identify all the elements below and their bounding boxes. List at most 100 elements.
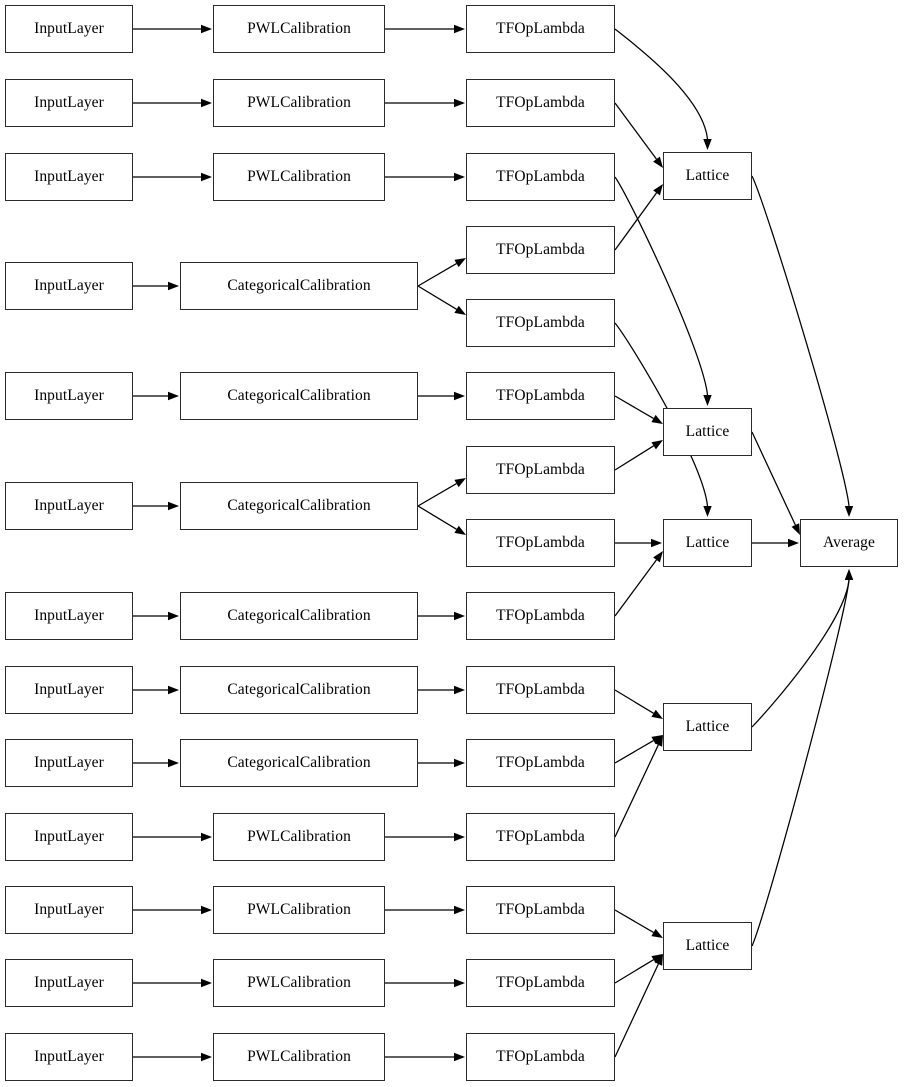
graph-node-label: TFOpLambda xyxy=(496,754,585,772)
edge-arrowhead xyxy=(651,440,663,450)
edge-arrowhead xyxy=(454,758,465,768)
graph-node-pwl-calibration[interactable]: PWLCalibration xyxy=(213,1033,385,1081)
graph-edge xyxy=(614,445,655,471)
graph-node-lattice[interactable]: Lattice xyxy=(663,152,752,200)
graph-node-label: TFOpLambda xyxy=(496,974,585,992)
graph-edge xyxy=(751,579,850,947)
graph-node-input-layer[interactable]: InputLayer xyxy=(5,666,133,714)
graph-node-categorical-calibration[interactable]: CategoricalCalibration xyxy=(180,262,418,310)
graph-node-input-layer[interactable]: InputLayer xyxy=(5,262,133,310)
edge-arrowhead xyxy=(703,506,712,517)
edge-arrowhead xyxy=(201,978,212,988)
edge-arrowhead xyxy=(454,525,466,535)
edge-arrowhead xyxy=(168,758,179,768)
graph-node-input-layer[interactable]: InputLayer xyxy=(5,739,133,787)
graph-node-input-layer[interactable]: InputLayer xyxy=(5,79,133,127)
graph-node-label: TFOpLambda xyxy=(496,314,585,332)
graph-node-tfoplambda[interactable]: TFOpLambda xyxy=(466,299,615,347)
graph-node-lattice[interactable]: Lattice xyxy=(663,922,752,970)
graph-node-input-layer[interactable]: InputLayer xyxy=(5,592,133,640)
graph-node-label: Lattice xyxy=(685,423,730,441)
graph-node-tfoplambda[interactable]: TFOpLambda xyxy=(466,1033,615,1081)
graph-node-categorical-calibration[interactable]: CategoricalCalibration xyxy=(180,482,418,530)
graph-node-lattice[interactable]: Lattice xyxy=(663,703,752,751)
graph-node-label: PWLCalibration xyxy=(247,20,351,38)
edge-arrowhead xyxy=(651,928,663,938)
graph-node-lattice[interactable]: Lattice xyxy=(663,408,752,456)
graph-node-tfoplambda[interactable]: TFOpLambda xyxy=(466,519,615,567)
graph-node-input-layer[interactable]: InputLayer xyxy=(5,372,133,420)
graph-node-categorical-calibration[interactable]: CategoricalCalibration xyxy=(180,592,418,640)
graph-node-tfoplambda[interactable]: TFOpLambda xyxy=(466,813,615,861)
graph-node-pwl-calibration[interactable]: PWLCalibration xyxy=(213,886,385,934)
graph-node-pwl-calibration[interactable]: PWLCalibration xyxy=(213,813,385,861)
graph-node-input-layer[interactable]: InputLayer xyxy=(5,886,133,934)
graph-node-average[interactable]: Average xyxy=(800,519,898,567)
edge-arrowhead xyxy=(653,156,663,168)
graph-edge xyxy=(751,175,850,507)
graph-node-label: InputLayer xyxy=(34,901,104,919)
graph-edge xyxy=(614,909,654,933)
graph-node-label: CategoricalCalibration xyxy=(227,681,371,699)
graph-node-label: InputLayer xyxy=(34,754,104,772)
graph-node-label: TFOpLambda xyxy=(496,168,585,186)
graph-node-tfoplambda[interactable]: TFOpLambda xyxy=(466,5,615,53)
graph-node-input-layer[interactable]: InputLayer xyxy=(5,5,133,53)
edge-arrowhead xyxy=(201,905,212,915)
edge-arrowhead xyxy=(651,538,662,548)
graph-node-label: InputLayer xyxy=(34,828,104,846)
graph-node-tfoplambda[interactable]: TFOpLambda xyxy=(466,959,615,1007)
graph-node-tfoplambda[interactable]: TFOpLambda xyxy=(466,372,615,420)
graph-node-pwl-calibration[interactable]: PWLCalibration xyxy=(213,153,385,201)
graph-node-tfoplambda[interactable]: TFOpLambda xyxy=(466,666,615,714)
graph-node-input-layer[interactable]: InputLayer xyxy=(5,482,133,530)
graph-node-label: InputLayer xyxy=(34,974,104,992)
graph-node-tfoplambda[interactable]: TFOpLambda xyxy=(466,886,615,934)
edge-arrowhead xyxy=(651,735,663,745)
edge-arrowhead xyxy=(168,611,179,621)
graph-node-tfoplambda[interactable]: TFOpLambda xyxy=(466,446,615,494)
edge-arrowhead xyxy=(454,685,465,695)
graph-node-input-layer[interactable]: InputLayer xyxy=(5,959,133,1007)
graph-node-tfoplambda[interactable]: TFOpLambda xyxy=(466,79,615,127)
graph-edge xyxy=(614,28,709,140)
graph-node-label: PWLCalibration xyxy=(247,901,351,919)
graph-node-label: InputLayer xyxy=(34,277,104,295)
edge-arrowhead xyxy=(844,569,854,580)
graph-node-label: InputLayer xyxy=(34,20,104,38)
edge-arrowhead xyxy=(653,184,663,196)
graph-node-label: CategoricalCalibration xyxy=(227,387,371,405)
graph-node-lattice[interactable]: Lattice xyxy=(663,519,752,567)
edge-arrowhead xyxy=(454,832,465,842)
edge-arrowhead xyxy=(454,305,466,315)
graph-node-pwl-calibration[interactable]: PWLCalibration xyxy=(213,5,385,53)
graph-node-label: TFOpLambda xyxy=(496,20,585,38)
graph-node-input-layer[interactable]: InputLayer xyxy=(5,813,133,861)
graph-node-label: InputLayer xyxy=(34,387,104,405)
graph-node-tfoplambda[interactable]: TFOpLambda xyxy=(466,153,615,201)
graph-node-tfoplambda[interactable]: TFOpLambda xyxy=(466,592,615,640)
graph-node-input-layer[interactable]: InputLayer xyxy=(5,1033,133,1081)
edge-arrowhead xyxy=(791,523,800,535)
graph-node-input-layer[interactable]: InputLayer xyxy=(5,153,133,201)
graph-node-tfoplambda[interactable]: TFOpLambda xyxy=(466,226,615,274)
edge-arrowhead xyxy=(651,709,663,719)
graph-node-label: Lattice xyxy=(685,167,730,185)
graph-node-tfoplambda[interactable]: TFOpLambda xyxy=(466,739,615,787)
graph-edge xyxy=(614,559,657,617)
graph-node-pwl-calibration[interactable]: PWLCalibration xyxy=(213,959,385,1007)
graph-edge xyxy=(614,102,657,160)
graph-node-label: Lattice xyxy=(685,718,730,736)
graph-node-label: PWLCalibration xyxy=(247,94,351,112)
edge-arrowhead xyxy=(651,414,663,424)
edge-arrowhead xyxy=(653,551,663,563)
graph-node-pwl-calibration[interactable]: PWLCalibration xyxy=(213,79,385,127)
edge-arrowhead xyxy=(654,735,663,747)
graph-edge xyxy=(417,263,457,287)
graph-node-label: PWLCalibration xyxy=(247,828,351,846)
graph-node-categorical-calibration[interactable]: CategoricalCalibration xyxy=(180,739,418,787)
edge-arrowhead xyxy=(168,685,179,695)
graph-node-categorical-calibration[interactable]: CategoricalCalibration xyxy=(180,666,418,714)
graph-node-categorical-calibration[interactable]: CategoricalCalibration xyxy=(180,372,418,420)
